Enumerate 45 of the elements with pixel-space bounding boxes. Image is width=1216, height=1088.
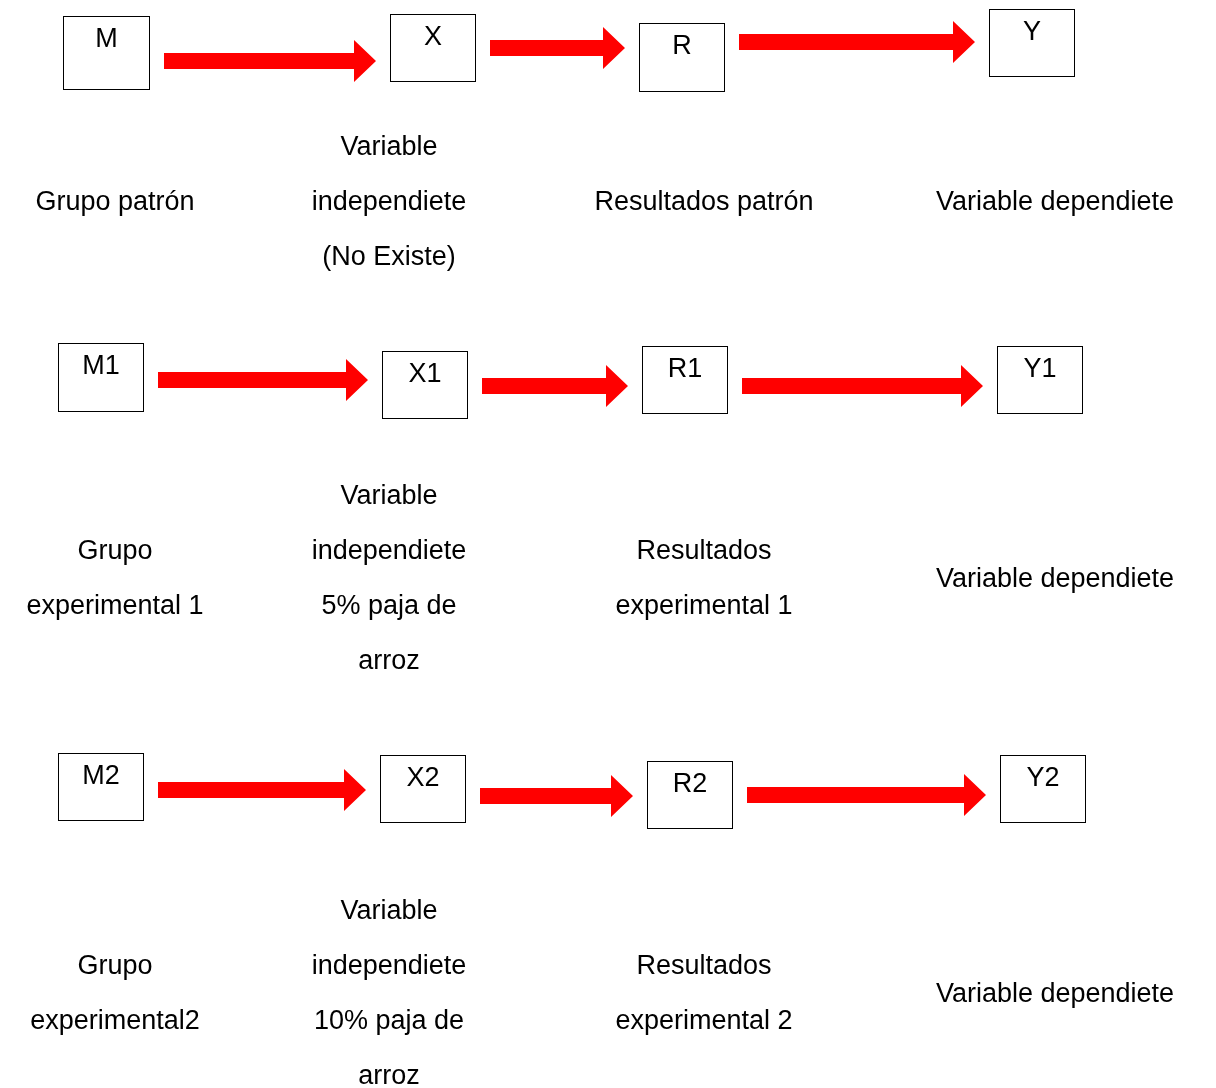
description-text: Variable independiete 10% paja de arroz	[310, 894, 468, 1088]
description-text: Variable dependiete	[934, 184, 1176, 218]
label-box	[997, 346, 1083, 414]
box-label: M1	[82, 350, 120, 381]
label-box	[642, 346, 728, 414]
box-label: Y	[1023, 16, 1041, 47]
box-label: Y1	[1023, 353, 1057, 384]
box-label: X	[424, 21, 442, 52]
block-arrow	[158, 769, 366, 811]
label-box	[58, 753, 144, 821]
box-label: R	[672, 30, 692, 61]
block-arrow	[164, 40, 376, 82]
description-text: Variable dependiete	[934, 976, 1176, 1010]
box-label: M	[95, 23, 118, 54]
label-box	[1000, 755, 1086, 823]
description-text: Resultados patrón	[593, 184, 815, 218]
box-label: M2	[82, 760, 120, 791]
box-label: X2	[406, 762, 440, 793]
label-box	[639, 23, 725, 92]
block-arrow	[490, 27, 625, 69]
label-box	[989, 9, 1075, 77]
box-label: R1	[667, 353, 703, 384]
block-arrow	[480, 775, 633, 817]
label-box	[63, 16, 150, 90]
label-box	[380, 755, 466, 823]
block-arrow	[482, 365, 628, 407]
label-box	[647, 761, 733, 829]
block-arrow	[739, 21, 975, 63]
box-label: X1	[408, 358, 442, 389]
block-arrow	[158, 359, 368, 401]
label-box	[382, 351, 468, 419]
description-text: Variable dependiete	[934, 561, 1176, 595]
box-label: R2	[672, 768, 708, 799]
label-box	[390, 14, 476, 82]
label-box	[58, 343, 144, 412]
box-label: Y2	[1026, 762, 1060, 793]
block-arrow	[742, 365, 983, 407]
description-text: Resultados experimental 2	[614, 949, 794, 1037]
description-text: Grupo patrón	[34, 184, 196, 218]
description-text: Grupo experimental 1	[25, 534, 205, 622]
description-text: Variable independiete 5% paja de arroz	[310, 479, 468, 677]
description-text: Resultados experimental 1	[614, 534, 794, 622]
description-text: Variable independiete (No Existe)	[310, 129, 468, 273]
description-text: Grupo experimental2	[29, 949, 201, 1037]
block-arrow	[747, 774, 986, 816]
